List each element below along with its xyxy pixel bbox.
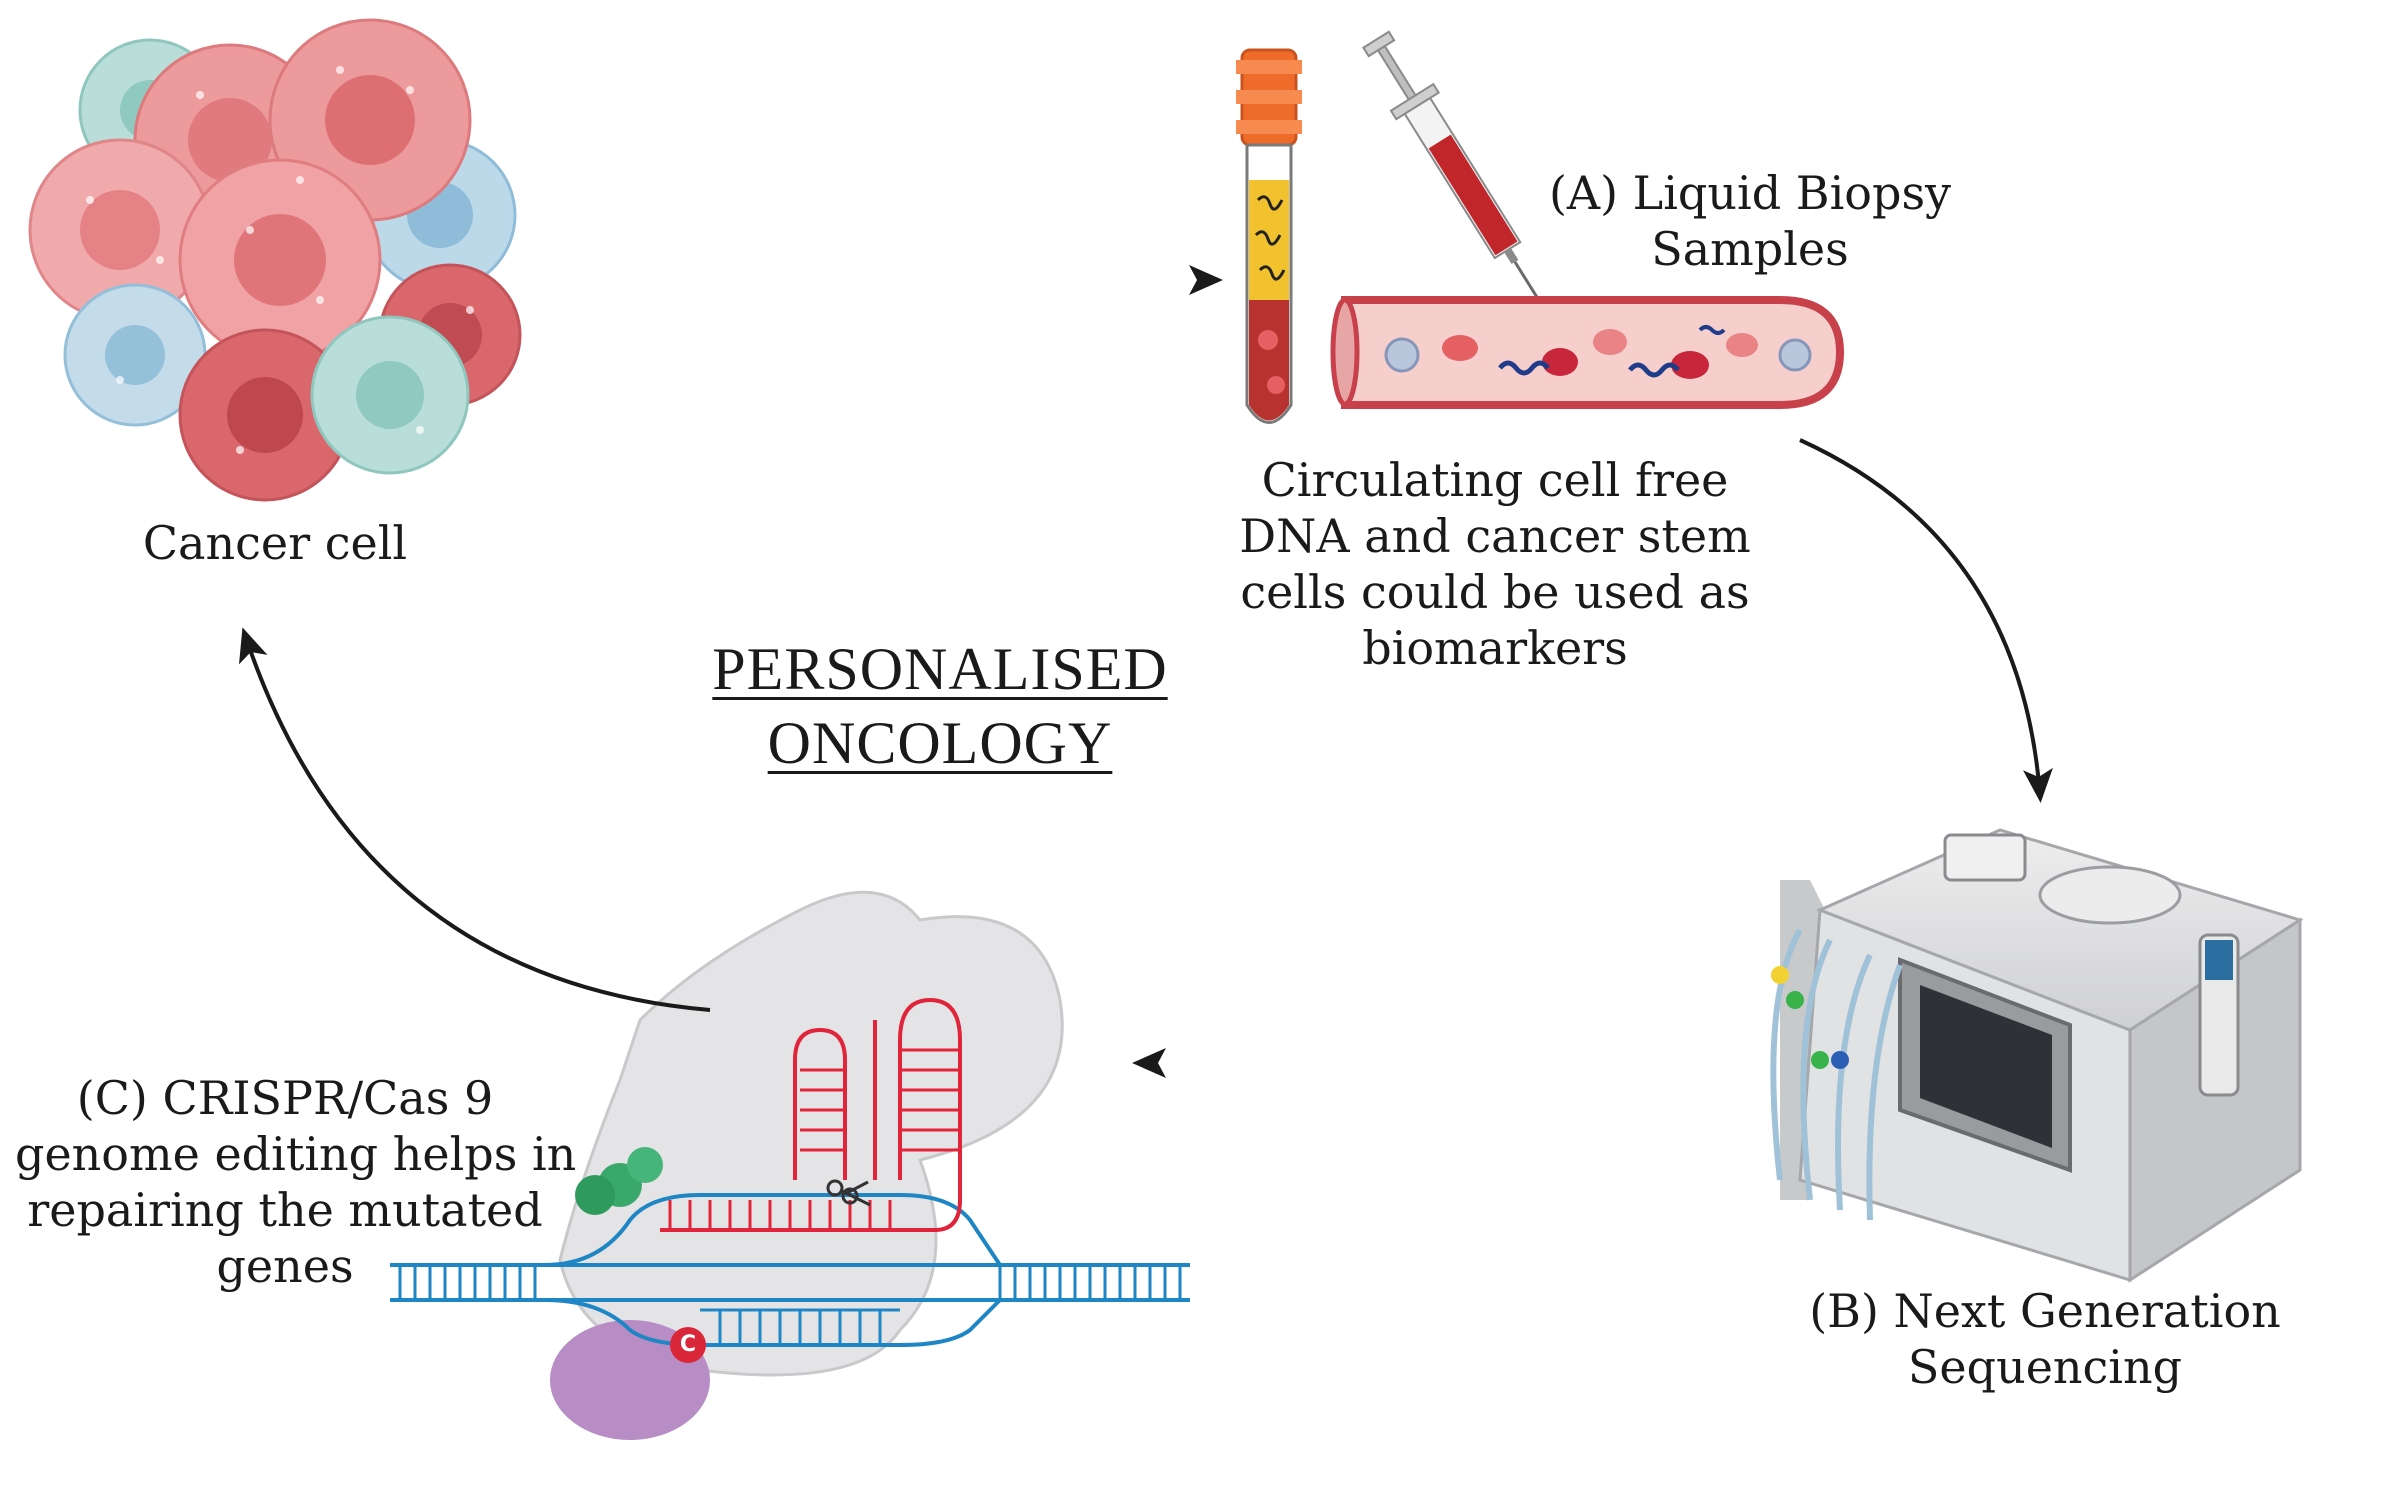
crispr-label-line1: (C) CRISPR/Cas 9 bbox=[76, 1071, 494, 1125]
diagram-title: PERSONALISED ONCOLOGY bbox=[630, 632, 1250, 780]
crispr-label-line2: genome editing helps in bbox=[15, 1127, 577, 1181]
biomarkers-label-line2: DNA and cancer stem bbox=[1239, 509, 1751, 563]
ngs-label-line1: (B) Next Generation bbox=[1809, 1284, 2281, 1338]
crispr-cas9-complex-illustration bbox=[390, 890, 1190, 1440]
blood-vessel-illustration bbox=[1330, 296, 1845, 409]
red-cell bbox=[178, 328, 352, 502]
cancer-cell-label-text: Cancer cell bbox=[142, 516, 408, 570]
crispr-label-line3: repairing the mutated bbox=[27, 1183, 543, 1237]
crispr-label-line4: genes bbox=[216, 1239, 354, 1293]
liquid-biopsy-label-line2: Samples bbox=[1651, 222, 1849, 276]
cancer-cell-label: Cancer cell bbox=[110, 515, 440, 571]
cancer-cell-cluster-illustration bbox=[28, 18, 522, 502]
liquid-biopsy-label: (A) Liquid Biopsy Samples bbox=[1510, 165, 1990, 277]
biomarkers-label-line1: Circulating cell free bbox=[1261, 453, 1729, 507]
crispr-label: (C) CRISPR/Cas 9 genome editing helps in… bbox=[15, 1070, 577, 1294]
cell-surface-dots bbox=[86, 66, 474, 454]
mutation-badge bbox=[670, 1327, 706, 1363]
sequencing-machine-illustration bbox=[1770, 828, 2304, 1283]
syringe-illustration bbox=[1362, 30, 1542, 304]
blood-collection-tube-illustration bbox=[1236, 48, 1302, 424]
scissors-icon bbox=[826, 1179, 871, 1207]
mutation-badge-letter: C bbox=[679, 1332, 697, 1357]
teal-cell bbox=[310, 315, 470, 475]
biomarkers-label-line4: biomarkers bbox=[1362, 621, 1628, 675]
biomarkers-label-line3: cells could be used as bbox=[1240, 565, 1750, 619]
blue-cell bbox=[63, 283, 207, 427]
ngs-label-line2: Sequencing bbox=[1907, 1340, 2183, 1394]
biomarkers-label: Circulating cell free DNA and cancer ste… bbox=[1215, 452, 1775, 676]
diagram-title-line2: ONCOLOGY bbox=[767, 710, 1113, 776]
ngs-label: (B) Next Generation Sequencing bbox=[1795, 1283, 2295, 1395]
diagram-title-line1: PERSONALISED bbox=[712, 636, 1168, 702]
pink-cell bbox=[178, 158, 382, 362]
arrow-biopsy-to-sequencing bbox=[1799, 438, 2053, 803]
liquid-biopsy-label-line1: (A) Liquid Biopsy bbox=[1548, 166, 1952, 220]
arrow-crispr-to-cancer bbox=[239, 627, 711, 1012]
flow-arrows bbox=[239, 265, 2053, 1078]
